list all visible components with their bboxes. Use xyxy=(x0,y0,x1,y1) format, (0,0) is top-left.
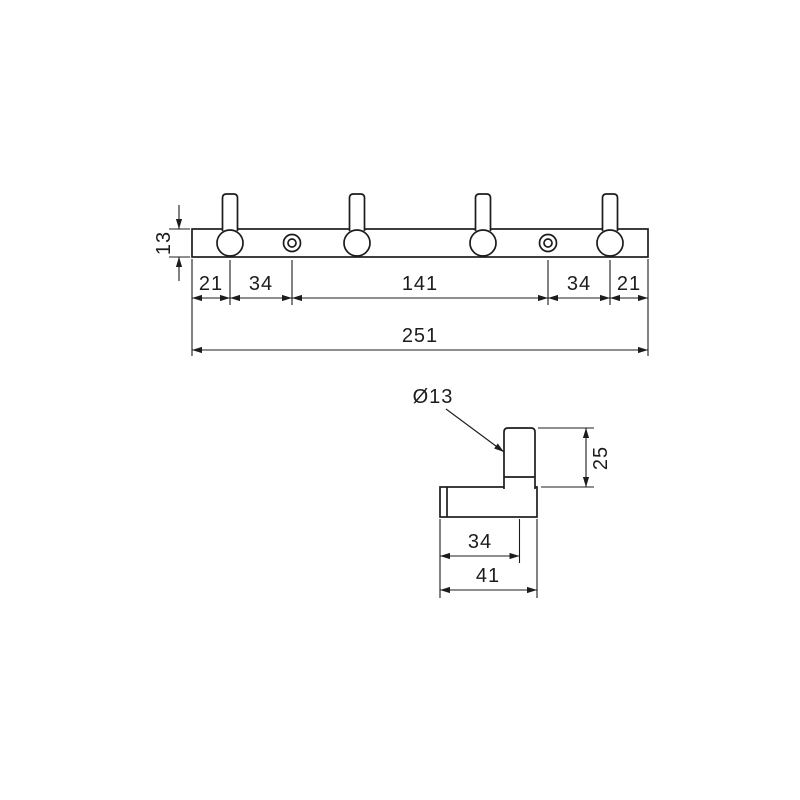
dim-label-seg1: 21 xyxy=(199,273,223,295)
side-view: Ø13 25 34 41 xyxy=(413,386,612,598)
leader-line-diameter xyxy=(445,408,505,453)
hook-peg-4 xyxy=(601,193,619,231)
screw-hole-inner-2 xyxy=(543,238,553,248)
dim-label-seg4: 34 xyxy=(567,273,591,295)
dimension-bar-height: 13 xyxy=(153,205,190,281)
dim-label-depth: 41 xyxy=(476,565,500,587)
dim-label-bar-height: 13 xyxy=(153,231,175,255)
rail-bar xyxy=(191,228,649,258)
dimension-diameter: Ø13 xyxy=(413,386,505,453)
dimension-hook-offset: 34 xyxy=(439,519,521,598)
dim-label-seg5: 21 xyxy=(617,273,641,295)
dim-label-seg3: 141 xyxy=(402,273,438,295)
hook-peg-profile xyxy=(503,427,536,489)
dim-label-total: 251 xyxy=(402,325,438,347)
dim-label-diameter: Ø13 xyxy=(413,386,454,408)
hook-base-circle-1 xyxy=(216,229,244,257)
dimension-chain-row: 21 34 141 34 21 xyxy=(192,273,648,302)
top-view: 13 21 34 141 34 21 251 xyxy=(153,193,649,356)
screw-hole-inner-1 xyxy=(287,238,297,248)
hook-base-circle-4 xyxy=(596,229,624,257)
dim-label-seg2: 34 xyxy=(249,273,273,295)
hook-peg-3 xyxy=(474,193,492,231)
hook-base-circle-3 xyxy=(469,229,497,257)
dim-label-peg-height: 25 xyxy=(590,446,612,470)
dimension-base-depth: 41 xyxy=(440,519,538,598)
hook-peg-1 xyxy=(221,193,239,231)
dimension-overall-length: 251 xyxy=(192,325,648,354)
dim-label-offset: 34 xyxy=(468,531,492,553)
hook-base-circle-2 xyxy=(343,229,371,257)
hook-base-profile xyxy=(439,486,538,518)
dimension-peg-height: 25 xyxy=(538,427,612,488)
hook-peg-2 xyxy=(348,193,366,231)
